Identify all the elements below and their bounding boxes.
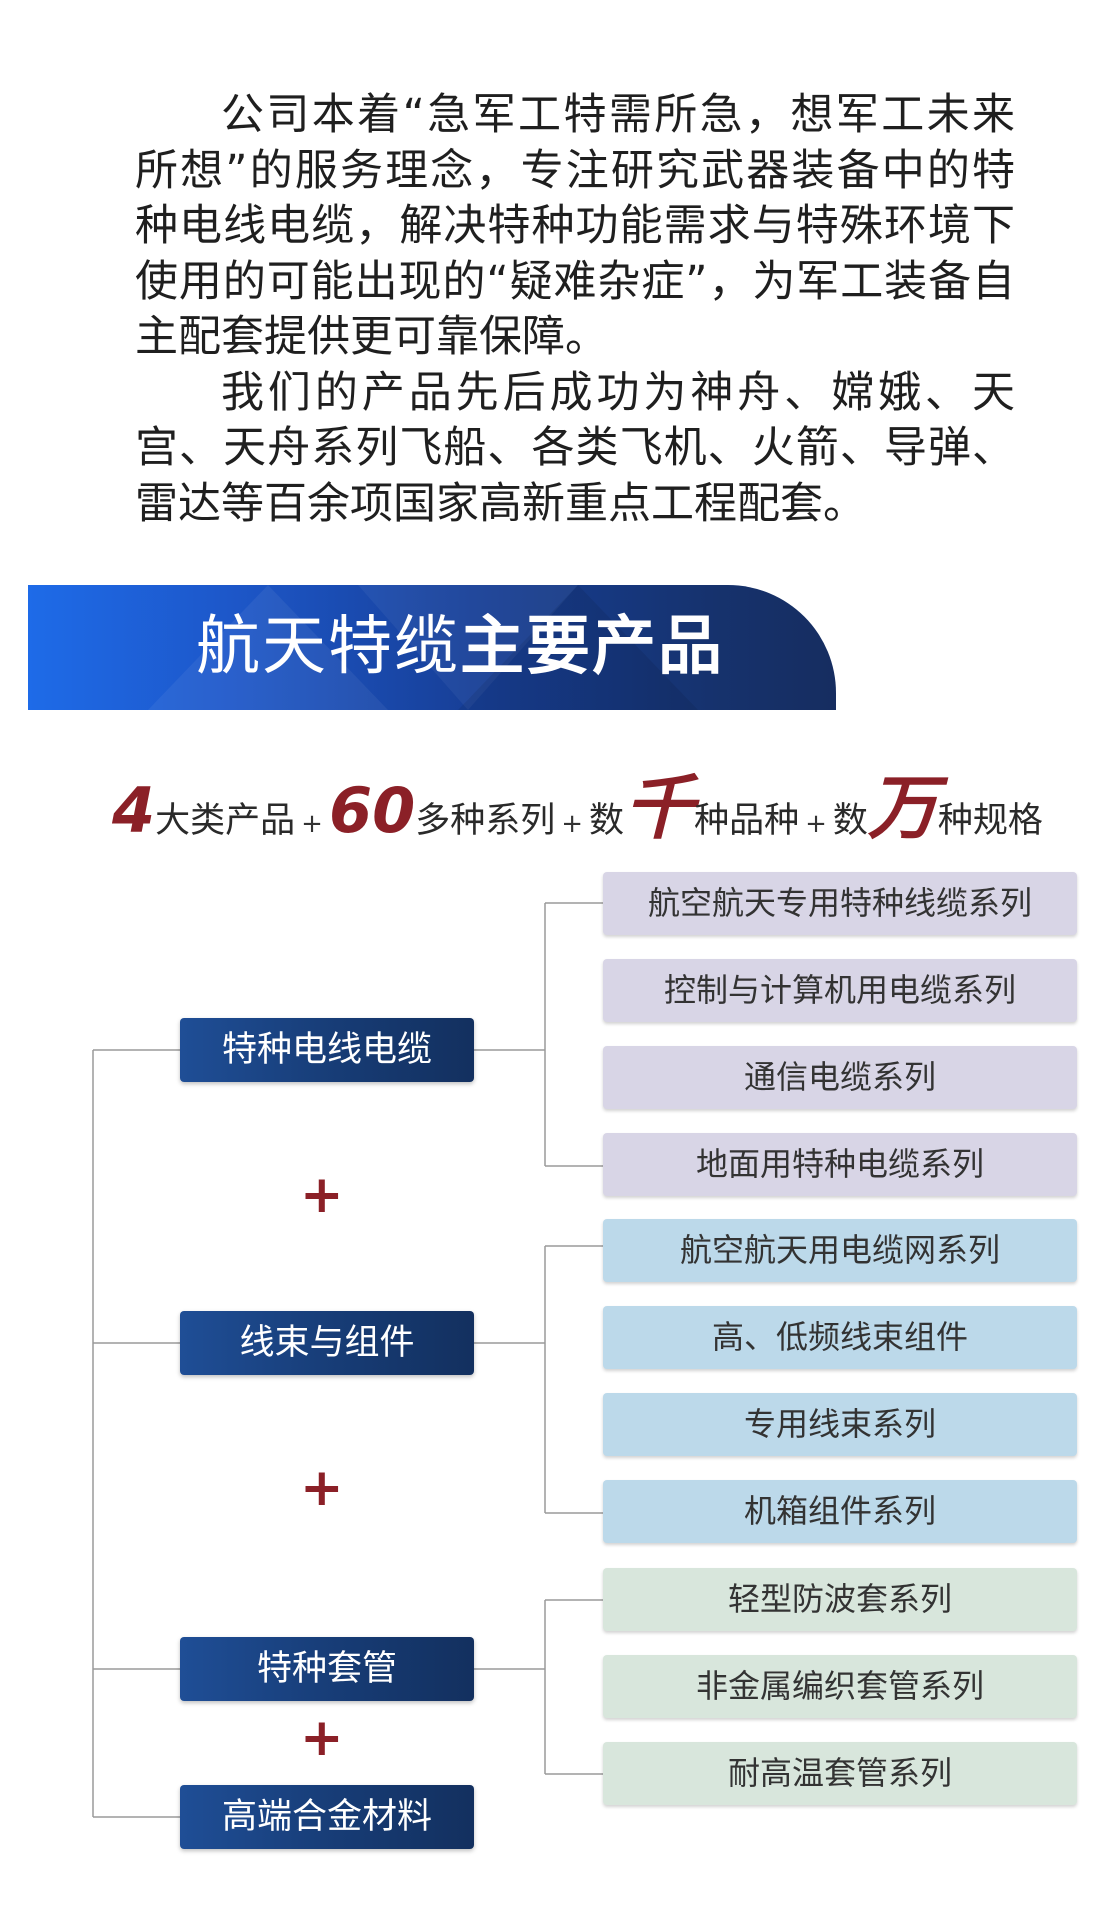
connector-group-3: [474, 1599, 603, 1775]
series-item: 专用线束系列: [603, 1393, 1077, 1456]
banner-title-part1: 航天特缆: [196, 610, 460, 684]
intro-paragraph-2: 我们的产品先后成功为神舟、嫦娥、天宫、天舟系列飞船、各类飞机、火箭、导弹、雷达等…: [135, 367, 1015, 529]
stat-label-specs: 种规格: [937, 801, 1043, 841]
product-stats-line: 4大类产品+60多种系列+数千种品种+数万种规格: [112, 752, 1043, 849]
stat-number-specs: 万: [867, 767, 938, 849]
series-item: 控制与计算机用电缆系列: [603, 959, 1077, 1022]
plus-sign: +: [300, 1458, 344, 1518]
banner-decoration: [148, 585, 388, 710]
series-item: 航空航天专用特种线缆系列: [603, 872, 1077, 935]
category-special-wire-cable: 特种电线电缆: [180, 1018, 474, 1082]
section-banner: 航天特缆主要产品: [28, 585, 836, 710]
series-item: 耐高温套管系列: [603, 1742, 1077, 1805]
stat-label-series: 多种系列: [415, 801, 556, 841]
series-item: 地面用特种电缆系列: [603, 1133, 1077, 1196]
series-item: 通信电缆系列: [603, 1046, 1077, 1109]
stat-plus: +: [805, 809, 827, 839]
stat-plus: +: [561, 809, 584, 839]
stat-number-varieties: 千: [624, 767, 695, 849]
stat-plus: +: [301, 809, 323, 839]
series-item: 非金属编织套管系列: [603, 1655, 1077, 1718]
stat-label-categories: 大类产品: [155, 801, 296, 841]
series-item: 机箱组件系列: [603, 1480, 1077, 1543]
intro-text: 公司本着“急军工特需所急，想军工未来所想”的服务理念，专注研究武器装备中的特种电…: [135, 88, 1015, 532]
connector-group-1: [474, 902, 603, 1167]
stat-label-varieties: 种品种: [694, 801, 800, 841]
plus-sign: +: [300, 1708, 344, 1768]
category-high-end-alloy: 高端合金材料: [180, 1785, 474, 1849]
stat-prefix-varieties: 数: [589, 801, 625, 841]
plus-sign: +: [300, 1165, 344, 1225]
stat-number-series: 60: [328, 774, 416, 847]
intro-paragraph-1: 公司本着“急军工特需所急，想军工未来所想”的服务理念，专注研究武器装备中的特种电…: [135, 90, 1015, 362]
series-item: 高、低频线束组件: [603, 1306, 1077, 1369]
connector-group-2: [474, 1245, 603, 1514]
stat-prefix-specs: 数: [832, 801, 868, 841]
series-item: 轻型防波套系列: [603, 1568, 1077, 1631]
category-harness-assembly: 线束与组件: [180, 1311, 474, 1375]
banner-decoration: [358, 585, 578, 710]
stat-number-categories: 4: [112, 774, 156, 847]
series-item: 航空航天用电缆网系列: [603, 1219, 1077, 1282]
banner-title-part2: 主要产品: [460, 610, 724, 684]
category-special-sleeving: 特种套管: [180, 1637, 474, 1701]
banner-decoration: [458, 585, 698, 710]
banner-title: 航天特缆主要产品: [196, 607, 724, 687]
